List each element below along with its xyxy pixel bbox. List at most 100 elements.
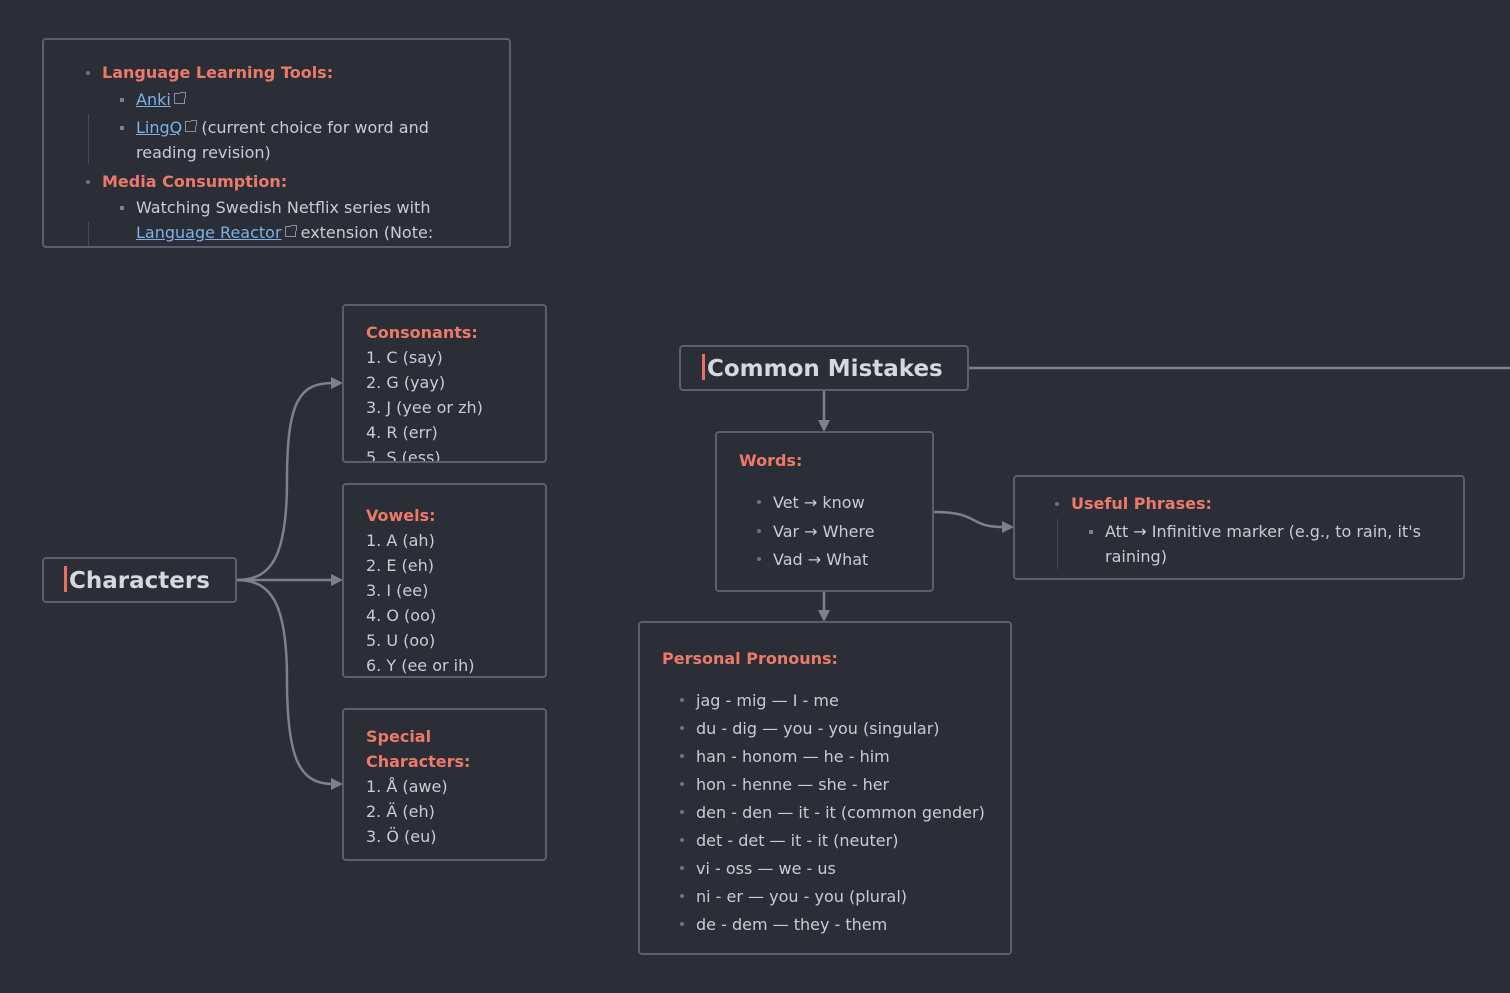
consonants-card[interactable]: Consonants: 1. C (say) 2. G (yay) 3. J (… [342,304,547,463]
bullet-dot [86,71,90,75]
list-item: hon - henne — she - her [680,771,992,799]
media-text-cont: extension (Note: [300,223,434,242]
list-item: Var → Where [757,518,914,547]
special-heading: Special [366,727,432,746]
lingq-note: (current choice for word and [201,118,429,137]
bullet-dot [1055,502,1059,506]
text-caret [64,566,67,592]
list-item: 1. A (ah) [366,531,435,550]
phrase-text: Att → Infinitive marker (e.g., to rain, … [1105,522,1421,541]
pronoun-entry: jag - mig — I - me [696,691,839,710]
lingq-link[interactable]: LingQ [136,118,183,137]
list-item: 2. G (yay) [366,373,446,392]
bullet-square [1089,530,1093,534]
media-heading: Media Consumption: [102,172,288,191]
arrowhead-special [331,778,343,790]
common-mistakes-node[interactable]: Common Mistakes [679,345,969,391]
bullet-dot [680,922,684,926]
list-item: det - det — it - it (neuter) [680,827,992,855]
external-link-icon [284,225,297,237]
bullet-dot [680,782,684,786]
list-item: de - dem — they - them [680,911,992,939]
list-item: 3. J (yee or zh) [366,398,483,417]
media-item: Media Consumption: Watching Swedish Netf… [86,169,489,245]
list-item: Vad → What [757,546,914,575]
bullet-dot [680,726,684,730]
phrases-item: Useful Phrases: Att → Infinitive marker … [1055,491,1443,569]
vowels-heading: Vowels: [366,506,436,525]
word-entry: Vet → know [773,493,865,512]
bullet-dot [680,810,684,814]
pronoun-entry: ni - er — you - you (plural) [696,887,908,906]
words-card[interactable]: Words: Vet → know Var → Where Vad → What [715,431,934,592]
list-item: Att → Infinitive marker (e.g., to rain, … [1089,519,1443,569]
bullet-square [120,206,124,210]
bullet-dot [757,557,761,561]
list-item: 6. Y (ee or ih) [366,656,475,675]
list-item: 5. S (ess) [366,448,441,463]
indent-guide [88,222,89,246]
vowels-card[interactable]: Vowels: 1. A (ah) 2. E (eh) 3. I (ee) 4.… [342,483,547,678]
arrowhead-phrases [1002,521,1014,533]
characters-title: Characters [69,568,210,594]
list-item: 2. Ä (eh) [366,802,435,821]
pronoun-entry: den - den — it - it (common gender) [696,803,985,822]
pronouns-heading: Personal Pronouns: [662,649,838,668]
tools-item: Language Learning Tools: Anki LingQ (cur… [86,60,489,165]
tools-heading: Language Learning Tools: [102,63,334,82]
list-item: ni - er — you - you (plural) [680,883,992,911]
tools-card[interactable]: Language Learning Tools: Anki LingQ (cur… [42,38,511,248]
list-item: Anki [120,87,489,112]
word-entry: Vad → What [773,550,869,569]
bullet-dot [680,754,684,758]
characters-node[interactable]: Characters [42,557,237,603]
arrowhead-vowels [331,574,343,586]
pronoun-entry: han - honom — he - him [696,747,890,766]
bullet-dot [680,866,684,870]
external-link-icon [173,92,186,104]
indent-guide [1057,519,1058,569]
list-item: Watching Swedish Netflix series with Lan… [120,195,489,245]
bullet-dot [680,698,684,702]
list-item: 1. C (say) [366,348,443,367]
bullet-square [120,98,124,102]
list-item: han - honom — he - him [680,743,992,771]
pronoun-entry: de - dem — they - them [696,915,888,934]
bullet-dot [680,838,684,842]
anki-link[interactable]: Anki [136,90,171,109]
useful-phrases-card[interactable]: Useful Phrases: Att → Infinitive marker … [1013,475,1465,580]
edge-words-phrases [933,510,1004,529]
external-link-icon [185,120,198,132]
list-item: 3. I (ee) [366,581,429,600]
list-item: 4. O (oo) [366,606,437,625]
pronoun-entry: du - dig — you - you (singular) [696,719,940,738]
list-item: 1. Å (awe) [366,777,448,796]
phrase-text-cont: raining) [1105,547,1167,566]
special-characters-card[interactable]: Special Characters: 1. Å (awe) 2. Ä (eh)… [342,708,547,861]
bullet-dot [757,500,761,504]
bullet-dot [757,528,761,533]
list-item: 2. E (eh) [366,556,435,575]
media-text: Watching Swedish Netflix series with [136,198,431,217]
list-item: LingQ (current choice for word and readi… [120,115,489,165]
language-reactor-link[interactable]: Language Reactor [136,223,282,242]
list-item: 4. R (err) [366,423,438,442]
list-item: 5. U (oo) [366,631,436,650]
phrases-heading: Useful Phrases: [1071,494,1212,513]
common-mistakes-title: Common Mistakes [707,356,943,382]
lingq-note-cont: reading revision) [136,143,271,162]
bullet-dot [86,180,90,184]
pronoun-entry: vi - oss — we - us [696,859,836,878]
arrowhead-words [818,420,830,432]
list-item: jag - mig — I - me [680,687,992,715]
list-item: Vet → know [757,489,914,518]
list-item: 3. Ö (eu) [366,827,437,846]
text-caret [702,354,705,380]
arrowhead-consonants [331,377,343,389]
list-item: du - dig — you - you (singular) [680,715,992,743]
bullet-dot [680,894,684,898]
personal-pronouns-card[interactable]: Personal Pronouns: jag - mig — I - me du… [638,621,1012,955]
consonants-heading: Consonants: [366,323,478,342]
pronoun-entry: det - det — it - it (neuter) [696,831,899,850]
